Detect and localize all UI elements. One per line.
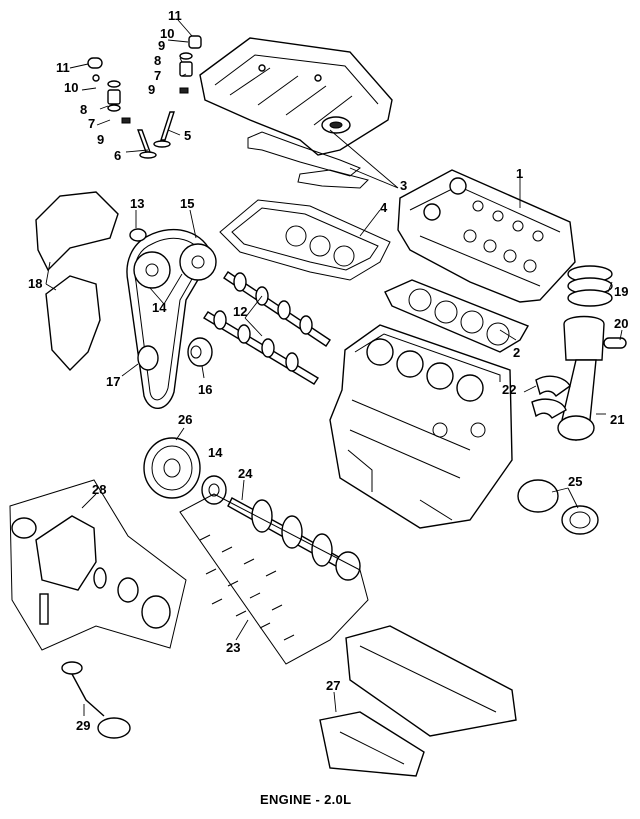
piston-rings bbox=[567, 265, 613, 307]
crankshaft-damper bbox=[143, 437, 201, 499]
timing-belt-and-pulleys bbox=[126, 228, 217, 409]
callout-14-lower: 14 bbox=[208, 445, 223, 460]
valve-cover-gaskets bbox=[247, 131, 369, 189]
callout-9-left: 9 bbox=[97, 132, 104, 147]
callout-9-top: 9 bbox=[158, 38, 165, 53]
rear-main-seal bbox=[517, 479, 599, 535]
valves bbox=[137, 111, 175, 159]
bearing-set-panel bbox=[179, 493, 369, 665]
callout-9-mid: 9 bbox=[148, 82, 155, 97]
head-gasket bbox=[384, 279, 530, 353]
tensioner-pulley bbox=[187, 337, 213, 367]
piston-and-rod bbox=[557, 315, 627, 442]
callout-21: 21 bbox=[610, 412, 624, 427]
callout-6: 6 bbox=[114, 148, 121, 163]
callout-23: 23 bbox=[226, 640, 240, 655]
callout-2: 2 bbox=[513, 345, 520, 360]
callout-7-right: 7 bbox=[154, 68, 161, 83]
valve-spring-assemblies bbox=[87, 35, 202, 124]
callout-16: 16 bbox=[198, 382, 212, 397]
engine-block bbox=[329, 324, 513, 529]
diagram-caption: ENGINE - 2.0L bbox=[260, 792, 351, 807]
leader-lines bbox=[45, 19, 623, 716]
valve-cover bbox=[199, 37, 393, 156]
oil-pickup-tube bbox=[61, 661, 131, 739]
callout-10-left: 10 bbox=[64, 80, 78, 95]
callout-labels: 1 2 3 4 5 6 7 7 8 8 9 9 9 10 10 11 11 12… bbox=[28, 8, 628, 733]
camshafts bbox=[203, 271, 331, 385]
callout-1: 1 bbox=[516, 166, 523, 181]
callout-3: 3 bbox=[400, 178, 407, 193]
callout-27: 27 bbox=[326, 678, 340, 693]
callout-11-left: 11 bbox=[56, 60, 70, 75]
callout-20: 20 bbox=[614, 316, 628, 331]
callout-7-left: 7 bbox=[88, 116, 95, 131]
callout-5: 5 bbox=[184, 128, 191, 143]
callout-22: 22 bbox=[502, 382, 516, 397]
crank-sprocket bbox=[201, 475, 227, 505]
callout-10-right: 10 bbox=[160, 26, 174, 41]
cam-cover-gasket bbox=[219, 199, 391, 281]
cylinder-head bbox=[397, 169, 576, 303]
callout-4: 4 bbox=[380, 200, 388, 215]
callout-29: 29 bbox=[76, 718, 90, 733]
callout-26: 26 bbox=[178, 412, 192, 427]
callout-28: 28 bbox=[92, 482, 106, 497]
callout-11-right: 11 bbox=[168, 8, 182, 23]
callout-18: 18 bbox=[28, 276, 42, 291]
callout-24: 24 bbox=[238, 466, 253, 481]
callout-13: 13 bbox=[130, 196, 144, 211]
callout-8-left: 8 bbox=[80, 102, 87, 117]
rod-bearings bbox=[531, 375, 571, 419]
callout-12: 12 bbox=[233, 304, 247, 319]
callout-8-right: 8 bbox=[154, 53, 161, 68]
sprocket-washer bbox=[129, 228, 147, 242]
callout-19: 19 bbox=[614, 284, 628, 299]
callout-25: 25 bbox=[568, 474, 582, 489]
timing-covers bbox=[35, 191, 119, 372]
oil-pan bbox=[319, 625, 517, 777]
crankshaft bbox=[227, 497, 361, 581]
callout-15: 15 bbox=[180, 196, 194, 211]
callout-17: 17 bbox=[106, 374, 120, 389]
callout-14-upper: 14 bbox=[152, 300, 167, 315]
oil-pump-panel bbox=[9, 479, 187, 651]
